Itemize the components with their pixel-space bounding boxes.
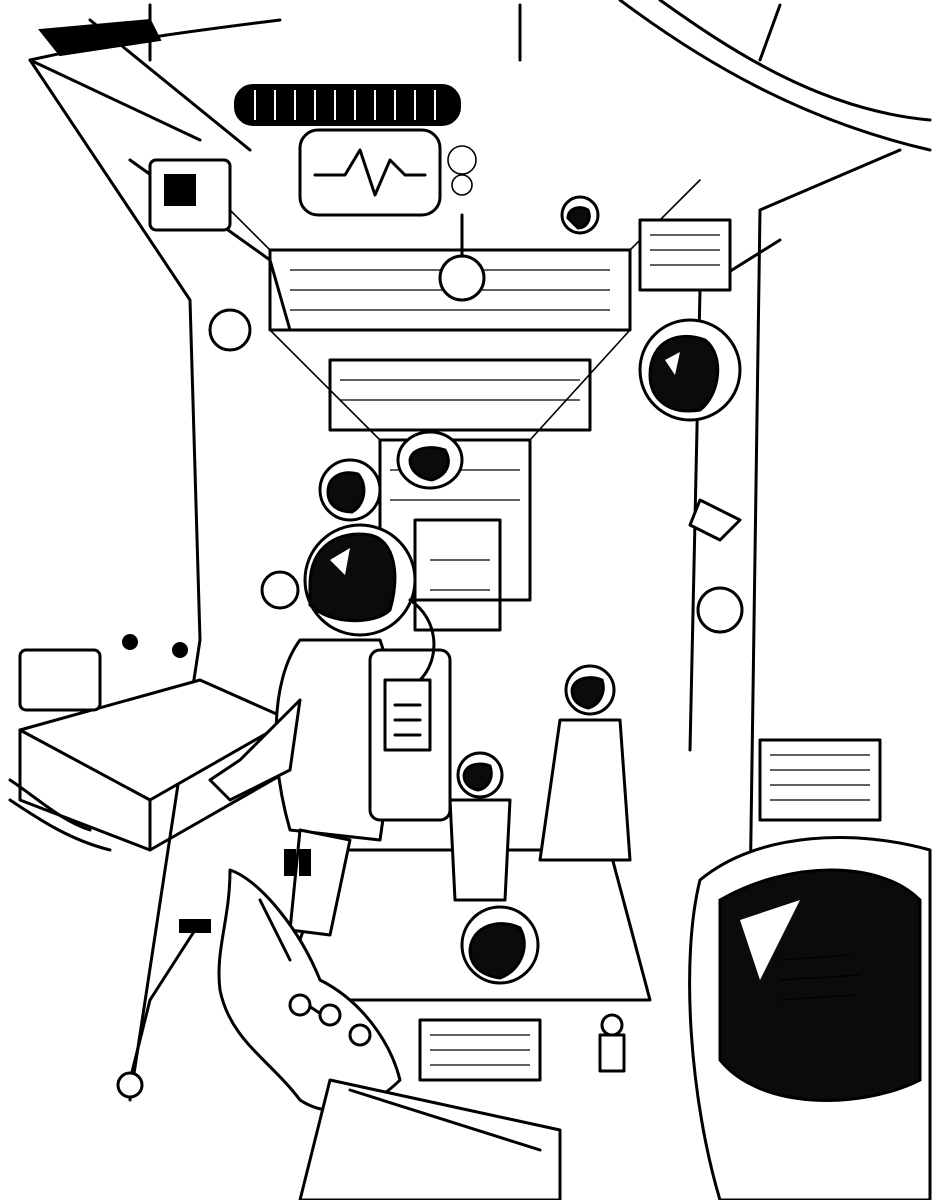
- control-console: [8, 634, 292, 1099]
- gloved-hand: [217, 868, 562, 1200]
- floating-astronauts: [318, 195, 742, 1073]
- astronaut: [208, 523, 452, 937]
- wall-equipment: [148, 158, 882, 822]
- ceiling-monitor: [234, 84, 486, 302]
- foreground-helmet: [688, 836, 932, 1200]
